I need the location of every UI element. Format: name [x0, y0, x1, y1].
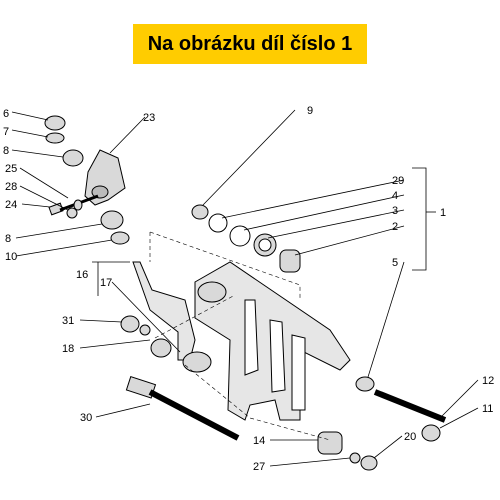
callout-27: 27 — [253, 461, 265, 473]
bushing-part-8-upper — [62, 149, 84, 167]
callout-10: 10 — [5, 251, 17, 263]
nut-part-25 — [73, 199, 83, 211]
washer-part-27 — [349, 452, 361, 464]
callout-29: 29 — [392, 175, 404, 187]
callout-20: 20 — [404, 431, 416, 443]
callout-3: 3 — [392, 205, 398, 217]
swing-arm-rib-1 — [244, 299, 259, 376]
bushing-part-8-lower — [100, 210, 124, 230]
bushing-part-14 — [317, 431, 343, 455]
callout-18: 18 — [62, 343, 74, 355]
callout-6: 6 — [3, 108, 9, 120]
callout-16: 16 — [76, 269, 88, 281]
leader-lines — [11, 109, 479, 467]
callout-2: 2 — [392, 221, 398, 233]
callout-1: 1 — [440, 207, 446, 219]
washer-part-10 — [110, 231, 130, 245]
callout-5: 5 — [392, 257, 398, 269]
callout-31: 31 — [62, 315, 74, 327]
title-banner-text: Na obrázku díl číslo 1 — [147, 32, 353, 55]
callout-8-lower: 8 — [5, 233, 11, 245]
bushing-part-18 — [150, 338, 172, 358]
ring-part-4 — [229, 225, 251, 247]
washer-part-7 — [45, 132, 65, 144]
callout-24: 24 — [5, 199, 17, 211]
callout-30: 30 — [80, 412, 92, 424]
part-shapes — [44, 115, 447, 471]
bushing-part-31 — [120, 315, 140, 333]
callout-7: 7 — [3, 126, 9, 138]
swing-arm-pivot-tube — [197, 281, 227, 303]
swing-arm-rib-2 — [269, 319, 286, 393]
assembly-guide-lines — [149, 231, 331, 441]
nut-part-9 — [191, 204, 209, 220]
bearing-bore — [258, 238, 272, 252]
washer-part-28 — [66, 207, 78, 219]
bushing-part-5 — [355, 376, 375, 392]
callout-12: 12 — [482, 375, 494, 387]
callout-11: 11 — [482, 403, 493, 415]
nut-part-20 — [360, 455, 378, 471]
callout-8-upper: 8 — [3, 145, 9, 157]
callout-23: 23 — [143, 112, 155, 124]
callout-28: 28 — [5, 181, 17, 193]
callout-17: 17 — [100, 277, 112, 289]
title-banner: Na obrázku díl číslo 1 — [133, 24, 367, 64]
washer-part-18-small — [139, 324, 151, 336]
callout-14: 14 — [253, 435, 265, 447]
bolt-shank-part-30 — [148, 389, 240, 441]
seal-part-29 — [208, 213, 228, 233]
link-part-16 — [132, 261, 196, 361]
bracket-hole — [91, 185, 109, 199]
bushing-part-6 — [44, 115, 66, 131]
shaft-part-12 — [373, 389, 447, 423]
callout-25: 25 — [5, 163, 17, 175]
nut-part-11 — [421, 424, 441, 442]
spacer-part-2 — [279, 249, 301, 273]
link-eye-part-17 — [182, 351, 212, 373]
swing-arm-rib-3 — [291, 334, 306, 411]
callout-4: 4 — [392, 190, 398, 202]
callout-9: 9 — [307, 105, 313, 117]
callout-labels: 6 7 8 25 28 24 8 10 23 9 29 4 3 2 1 5 16… — [3, 105, 494, 473]
